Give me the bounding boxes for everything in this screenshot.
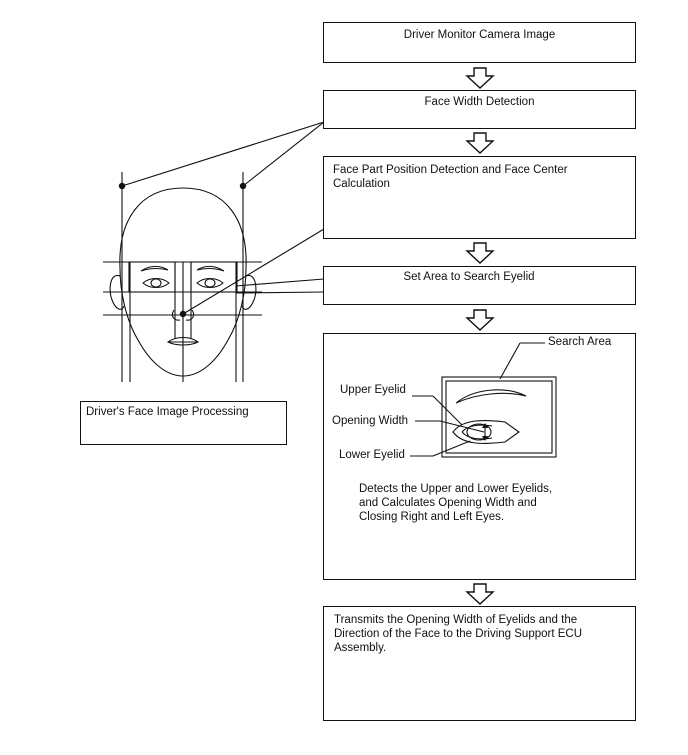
left-eye [142, 277, 170, 289]
lower-eyelid-label: Lower Eyelid [339, 449, 405, 461]
right-ear [241, 274, 257, 310]
search-area-frame-outer [441, 376, 557, 458]
down-arrow-1 [465, 67, 495, 89]
left-eyebrow [140, 265, 169, 272]
right-eye-box [190, 261, 238, 293]
connector-face-center [182, 228, 325, 315]
search-area-leader [499, 342, 521, 380]
connector-eyelid-area-top [235, 278, 325, 287]
step-3-label: Face Part Position Detection and Face Ce… [333, 164, 568, 190]
lower-eyelid-leader-d [432, 440, 471, 457]
step-2-label: Face Width Detection [424, 96, 535, 108]
step-set-area-to-search-eyelid: Set Area to Search Eyelid [323, 266, 636, 305]
down-arrow-4 [465, 309, 495, 331]
head-outline [119, 187, 247, 377]
down-arrow-5 [465, 583, 495, 605]
connector-face-width-right [242, 121, 325, 187]
upper-eyelid-leader-d [432, 395, 463, 426]
face-width-right-dot [239, 182, 247, 190]
opening-width-leader-d [439, 420, 485, 433]
opening-width-arrow-bottom [482, 436, 488, 441]
search-area-label: Search Area [548, 336, 612, 348]
left-iris [150, 278, 162, 288]
connector-face-width-left [121, 121, 325, 187]
detail-eyebrow [455, 389, 527, 404]
opening-width-arrow-top [482, 423, 488, 428]
opening-width-label: Opening Width [332, 415, 409, 427]
left-eye-box [128, 261, 176, 293]
step-5-description: Detects the Upper and Lower Eyelids, and… [359, 483, 553, 523]
face-center-dot [179, 310, 187, 318]
left-ear [109, 274, 125, 310]
right-eye [196, 277, 224, 289]
step-face-part-position-detection: Face Part Position Detection and Face Ce… [323, 156, 636, 239]
upper-eyelid-label: Upper Eyelid [340, 384, 406, 396]
search-area-frame-inner [445, 380, 553, 454]
right-iris [204, 278, 216, 288]
right-eyebrow [196, 265, 225, 272]
face-width-left-dot [118, 182, 126, 190]
face-processing-caption-box: Driver's Face Image Processing [80, 401, 287, 445]
detail-eye-outline [452, 420, 520, 444]
connector-eyelid-area-bottom [235, 291, 325, 294]
down-arrow-3 [465, 242, 495, 264]
detail-iris [466, 423, 492, 441]
face-processing-caption: Driver's Face Image Processing [86, 406, 249, 418]
mouth [166, 336, 200, 346]
step-driver-monitor-camera-image: Driver Monitor Camera Image [323, 22, 636, 63]
step-transmit-opening-width: Transmits the Opening Width of Eyelids a… [323, 606, 636, 721]
step-1-label: Driver Monitor Camera Image [403, 29, 556, 41]
nose [171, 309, 195, 321]
step-6-label: Transmits the Opening Width of Eyelids a… [334, 614, 583, 654]
step-face-width-detection: Face Width Detection [323, 90, 636, 129]
step-eyelid-detection: Detects the Upper and Lower Eyelids, and… [323, 333, 636, 580]
detail-eye-inner [461, 424, 493, 440]
down-arrow-2 [465, 132, 495, 154]
step-4-label: Set Area to Search Eyelid [403, 271, 535, 283]
